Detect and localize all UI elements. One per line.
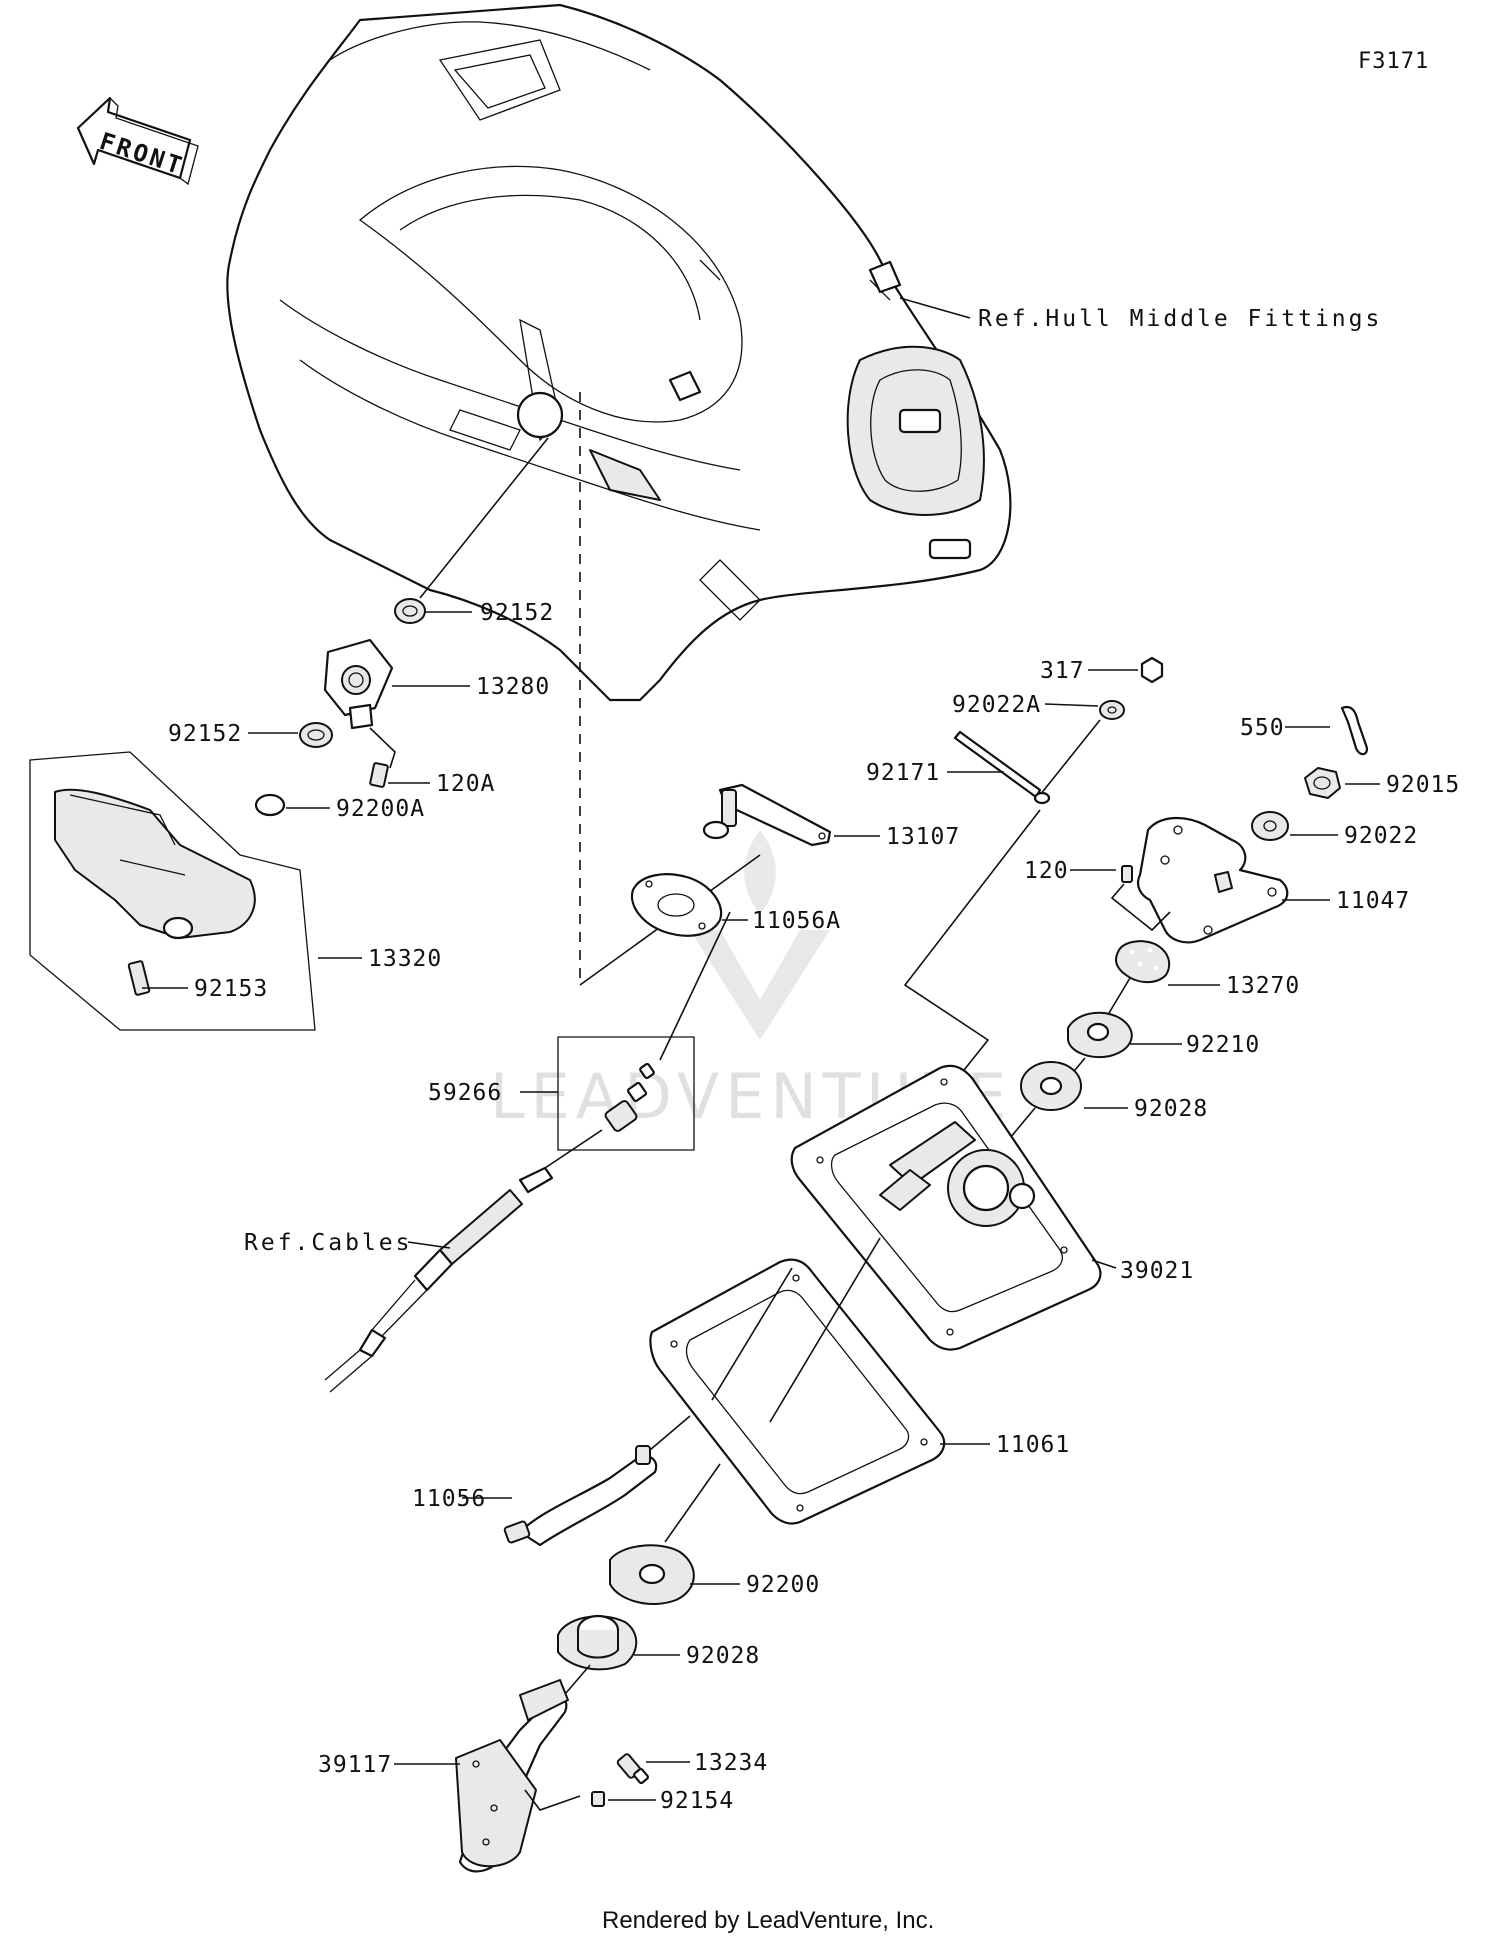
- label-13107: 13107: [886, 824, 960, 850]
- part-39117-shaft: [455, 1679, 569, 1873]
- figure-id: F3171: [1358, 49, 1429, 74]
- label-92028-bottom: 92028: [686, 1643, 760, 1669]
- part-550-pin: [1340, 705, 1368, 756]
- part-11047-bracket: [1136, 816, 1289, 944]
- part-92022-washer: [1251, 811, 1289, 841]
- part-59266-joint: [604, 1062, 655, 1132]
- label-120: 120: [1024, 858, 1069, 884]
- label-11056A: 11056A: [752, 908, 841, 934]
- label-92152-top: 92152: [480, 600, 554, 626]
- part-120-screw: [1121, 865, 1133, 883]
- front-arrow-icon: FRONT: [76, 96, 199, 186]
- part-39021-base: [790, 1064, 1102, 1351]
- label-59266: 59266: [428, 1080, 502, 1106]
- label-39021: 39021: [1120, 1258, 1194, 1284]
- part-92028-collar: [557, 1614, 638, 1671]
- label-39117: 39117: [318, 1752, 392, 1778]
- label-13280: 13280: [476, 674, 550, 700]
- label-317: 317: [1040, 658, 1085, 684]
- part-92154-screw: [591, 1791, 605, 1807]
- label-11047: 11047: [1336, 888, 1410, 914]
- footer-credit: Rendered by LeadVenture, Inc.: [602, 1907, 934, 1934]
- label-92171: 92171: [866, 760, 940, 786]
- label-11061: 11061: [996, 1432, 1070, 1458]
- label-92210: 92210: [1186, 1032, 1260, 1058]
- label-550: 550: [1240, 715, 1285, 741]
- part-13107-bracket: [702, 783, 832, 847]
- label-11056: 11056: [412, 1486, 486, 1512]
- part-92200-washer: [609, 1544, 695, 1605]
- label-13270: 13270: [1226, 973, 1300, 999]
- part-13280-switch: [323, 638, 394, 730]
- label-92028-top: 92028: [1134, 1096, 1208, 1122]
- part-13234-fitting: [616, 1753, 649, 1785]
- label-92153: 92153: [194, 976, 268, 1002]
- part-92015-nut: [1304, 767, 1341, 799]
- label-120A: 120A: [436, 771, 495, 797]
- part-92200A-washer: [254, 793, 286, 817]
- part-120A-screw: [369, 762, 389, 788]
- part-13320-cover: [54, 788, 256, 940]
- part-92152-grommet: [394, 598, 426, 624]
- ref-hull-label: Ref.Hull Middle Fittings: [978, 306, 1382, 332]
- label-92022: 92022: [1344, 823, 1418, 849]
- cable-assembly: [324, 1166, 554, 1393]
- part-92171-tie: [953, 730, 1051, 805]
- part-92153-bolt: [127, 960, 151, 996]
- part-92022A-washer: [1099, 700, 1125, 720]
- label-13234: 13234: [694, 1750, 768, 1776]
- label-13320: 13320: [368, 946, 442, 972]
- part-11056-lever: [503, 1445, 658, 1547]
- label-92152-left: 92152: [168, 721, 242, 747]
- part-92152-left-grommet: [299, 722, 333, 748]
- part-13270-disc: [1115, 940, 1171, 984]
- part-317-nut: [1140, 656, 1164, 684]
- label-92022A: 92022A: [952, 692, 1041, 718]
- hull-illustration: [226, 3, 1012, 702]
- part-92210-washer: [1067, 1011, 1133, 1058]
- part-92028-washer-top: [1020, 1061, 1082, 1111]
- label-92015: 92015: [1386, 772, 1460, 798]
- label-92200A: 92200A: [336, 796, 425, 822]
- ref-cables-label: Ref.Cables: [244, 1230, 412, 1256]
- label-92200: 92200: [746, 1572, 820, 1598]
- part-11061-gasket: [649, 1258, 946, 1525]
- label-92154: 92154: [660, 1788, 734, 1814]
- part-11056A-plate: [630, 873, 723, 937]
